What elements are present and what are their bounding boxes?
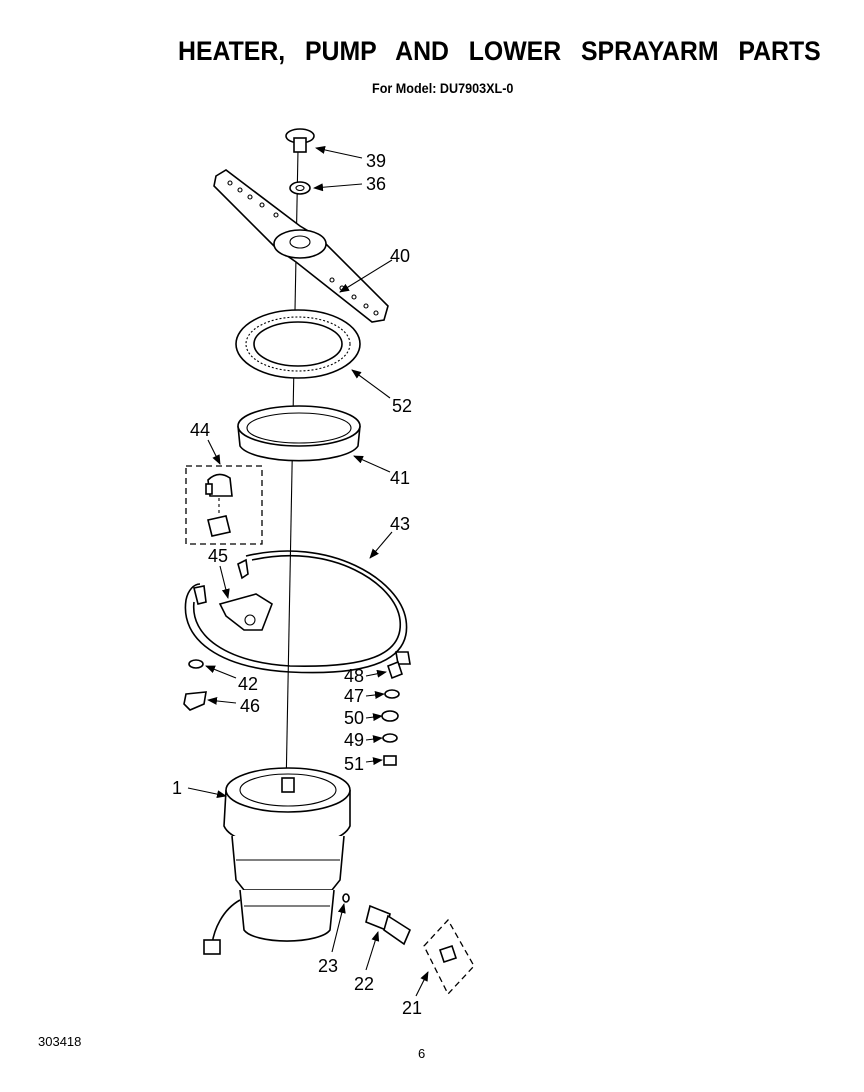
callout-43: 43 xyxy=(390,514,410,534)
part-41-collar xyxy=(237,405,361,462)
callout-40: 40 xyxy=(390,246,410,266)
callout-46: 46 xyxy=(240,696,260,716)
callout-41: 41 xyxy=(390,468,410,488)
part-23-oring xyxy=(342,893,350,903)
hardware-stack xyxy=(381,660,403,766)
part-36-washer xyxy=(289,181,311,195)
callout-1: 1 xyxy=(172,778,182,798)
callout-51: 51 xyxy=(344,754,364,774)
part-22-thermostat xyxy=(365,904,412,946)
callout-47: 47 xyxy=(344,686,364,706)
document-number: 303418 xyxy=(38,1034,82,1049)
leader-lines xyxy=(187,146,429,997)
page-number: 6 xyxy=(418,1046,426,1061)
callout-36: 36 xyxy=(366,174,386,194)
part-52-ring-screen xyxy=(235,309,361,379)
part-43-heater-element xyxy=(184,550,411,674)
callout-21: 21 xyxy=(402,998,422,1018)
callout-49: 49 xyxy=(344,730,364,750)
part-46-clip xyxy=(183,691,207,711)
callout-45: 45 xyxy=(208,546,228,566)
part-42-washer xyxy=(188,659,204,669)
part-21-cover xyxy=(423,918,475,996)
callout-48: 48 xyxy=(344,666,364,686)
part-44-clip-kit xyxy=(185,465,263,545)
part-45-bracket xyxy=(218,593,273,631)
model-subtitle: For Model: DU7903XL-0 xyxy=(372,80,514,96)
callout-50: 50 xyxy=(344,708,364,728)
callout-39: 39 xyxy=(366,151,386,171)
callout-42: 42 xyxy=(238,674,258,694)
part-39-cap xyxy=(285,128,315,153)
callout-23: 23 xyxy=(318,956,338,976)
callout-52: 52 xyxy=(392,396,412,416)
callout-22: 22 xyxy=(354,974,374,994)
part-1-pump-motor-assembly xyxy=(203,767,351,955)
callout-44: 44 xyxy=(190,420,210,440)
